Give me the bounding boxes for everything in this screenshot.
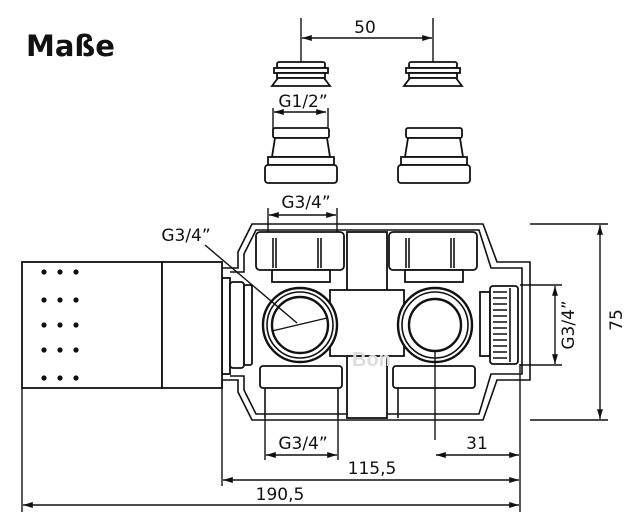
dimension-label-75: 75	[607, 309, 627, 331]
dimension-top-spacing: 50	[300, 18, 434, 62]
dimension-label-190-5: 190,5	[256, 485, 305, 505]
dimension-label-g34-right: G3/4”	[559, 300, 579, 349]
dimension-height: 75	[530, 223, 627, 421]
port-right	[396, 286, 474, 440]
side-thread-right	[489, 285, 519, 365]
adapter-right	[397, 127, 471, 184]
dimension-body-width: 115,5	[221, 380, 519, 486]
upper-cap-right	[402, 61, 464, 87]
dimension-label-g12: G1/2”	[278, 92, 327, 112]
valve-body	[221, 223, 531, 421]
dimension-total-width: 190,5	[21, 388, 519, 512]
dimension-label-115-5: 115,5	[348, 459, 397, 479]
dimension-label-50: 50	[354, 18, 376, 38]
adapter-left	[264, 108, 338, 184]
upper-cap-left	[270, 61, 332, 87]
page-title: Maße	[26, 29, 115, 63]
leader-line-g34-left	[204, 244, 298, 324]
dimension-label-g34-bottom: G3/4”	[278, 434, 327, 454]
dimension-label-g34-left: G3/4”	[161, 226, 210, 246]
dimension-g34-bottom: G3/4”	[264, 418, 339, 460]
dimension-label-g34-top: G3/4”	[281, 193, 330, 213]
dimension-g34-right: G3/4”	[520, 284, 579, 366]
dimension-label-31: 31	[466, 434, 488, 454]
dimension-offset: 31	[436, 364, 521, 512]
watermark: Bon	[352, 349, 391, 371]
port-left	[261, 286, 339, 364]
thermostatic-actuator	[21, 261, 223, 389]
